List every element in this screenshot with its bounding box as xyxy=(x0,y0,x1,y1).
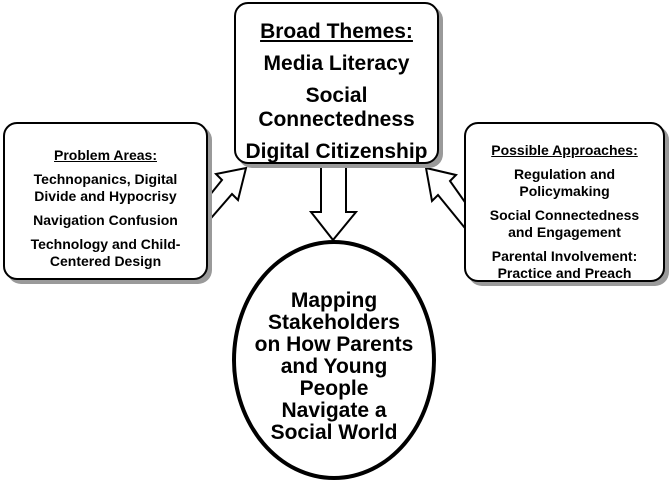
central-topic-line: Mapping xyxy=(290,289,378,312)
problem-area-item: Navigation Confusion xyxy=(5,212,206,229)
central-topic-line: Stakeholders xyxy=(268,311,400,334)
problem-area-item: Technology and Child- Centered Design xyxy=(5,236,206,270)
possible-approaches-title: Possible Approaches: xyxy=(491,142,638,158)
down-arrow xyxy=(308,163,359,242)
approach-item: Social Connectedness and Engagement xyxy=(466,207,663,241)
approach-item: Regulation and Policymaking xyxy=(466,166,663,200)
approach-line: Social Connectedness xyxy=(489,207,640,223)
problem-areas-box: Problem Areas: Technopanics, Digital Div… xyxy=(3,122,208,280)
problem-area-line: Navigation Confusion xyxy=(33,212,178,228)
possible-approaches-box: Possible Approaches: Regulation and Poli… xyxy=(464,122,665,282)
theme-media-literacy: Media Literacy xyxy=(263,52,410,75)
central-topic-line: People xyxy=(299,377,369,400)
problem-area-line: Centered Design xyxy=(49,253,162,269)
central-topic-line: Social World xyxy=(270,421,398,444)
approach-line: and Engagement xyxy=(508,224,621,240)
approach-item: Parental Involvement: Practice and Preac… xyxy=(466,248,663,282)
approach-line: Regulation and xyxy=(513,166,616,182)
theme-digital-citizenship: Digital Citizenship xyxy=(245,140,428,163)
central-topic-line: Navigate a xyxy=(281,399,387,422)
theme-connectedness: Connectedness xyxy=(258,108,415,131)
problem-area-line: Divide and Hypocrisy xyxy=(34,188,177,204)
central-topic-line: on How Parents xyxy=(254,333,414,356)
broad-themes-title: Broad Themes: xyxy=(260,20,413,43)
problem-area-line: Technopanics, Digital xyxy=(33,171,178,187)
approach-line: Parental Involvement: xyxy=(491,248,638,264)
central-topic-line: and Young xyxy=(280,355,388,378)
problem-area-item: Technopanics, Digital Divide and Hypocri… xyxy=(5,171,206,205)
central-topic-circle xyxy=(232,240,436,480)
theme-social: Social xyxy=(305,84,368,107)
approach-line: Practice and Preach xyxy=(497,265,632,281)
problem-areas-title: Problem Areas: xyxy=(54,147,157,163)
central-topic-text: Mapping Stakeholders on How Parents and … xyxy=(242,290,426,444)
broad-themes-box: Broad Themes: Media Literacy Social Conn… xyxy=(234,2,439,164)
approach-line: Policymaking xyxy=(519,183,610,199)
problem-area-line: Technology and Child- xyxy=(30,236,181,252)
